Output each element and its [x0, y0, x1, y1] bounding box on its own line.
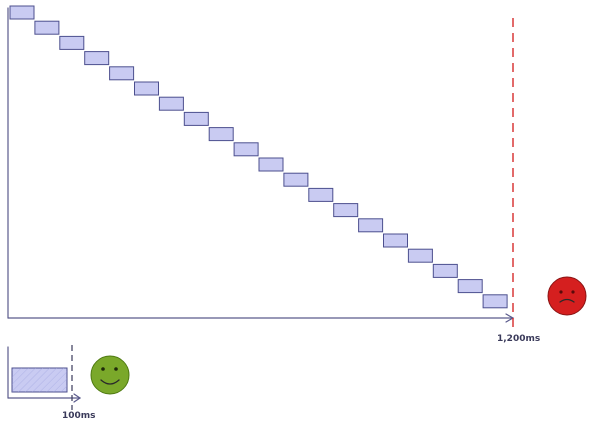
short-deadline-label: 100ms: [62, 411, 96, 421]
request-block: [432, 263, 458, 278]
request-block: [308, 187, 334, 202]
request-block: [158, 96, 184, 111]
request-block: [457, 279, 483, 294]
request-block: [59, 35, 85, 50]
request-block: [333, 203, 359, 218]
request-block: [283, 172, 309, 187]
request-block: [358, 218, 384, 233]
request-block: [84, 51, 110, 66]
request-block: [109, 66, 135, 81]
request-block: [183, 111, 209, 126]
short-request-block-hatch: [12, 368, 67, 392]
request-block: [34, 20, 60, 35]
request-block: [134, 81, 159, 96]
long-diagram: 1,200ms: [7, 5, 587, 344]
request-block: [208, 127, 234, 142]
short-diagram: 100ms: [7, 345, 130, 421]
request-block: [9, 5, 35, 20]
request-block: [383, 233, 408, 248]
request-block: [482, 294, 508, 309]
short-x-axis-arrowhead: [73, 393, 82, 403]
sad-face-icon: [547, 276, 587, 316]
happy-face-icon: [90, 355, 130, 395]
request-block: [258, 157, 284, 172]
long-request-blocks: [9, 5, 508, 309]
request-block: [233, 142, 259, 157]
request-block: [407, 248, 433, 263]
long-deadline-label: 1,200ms: [497, 334, 540, 344]
